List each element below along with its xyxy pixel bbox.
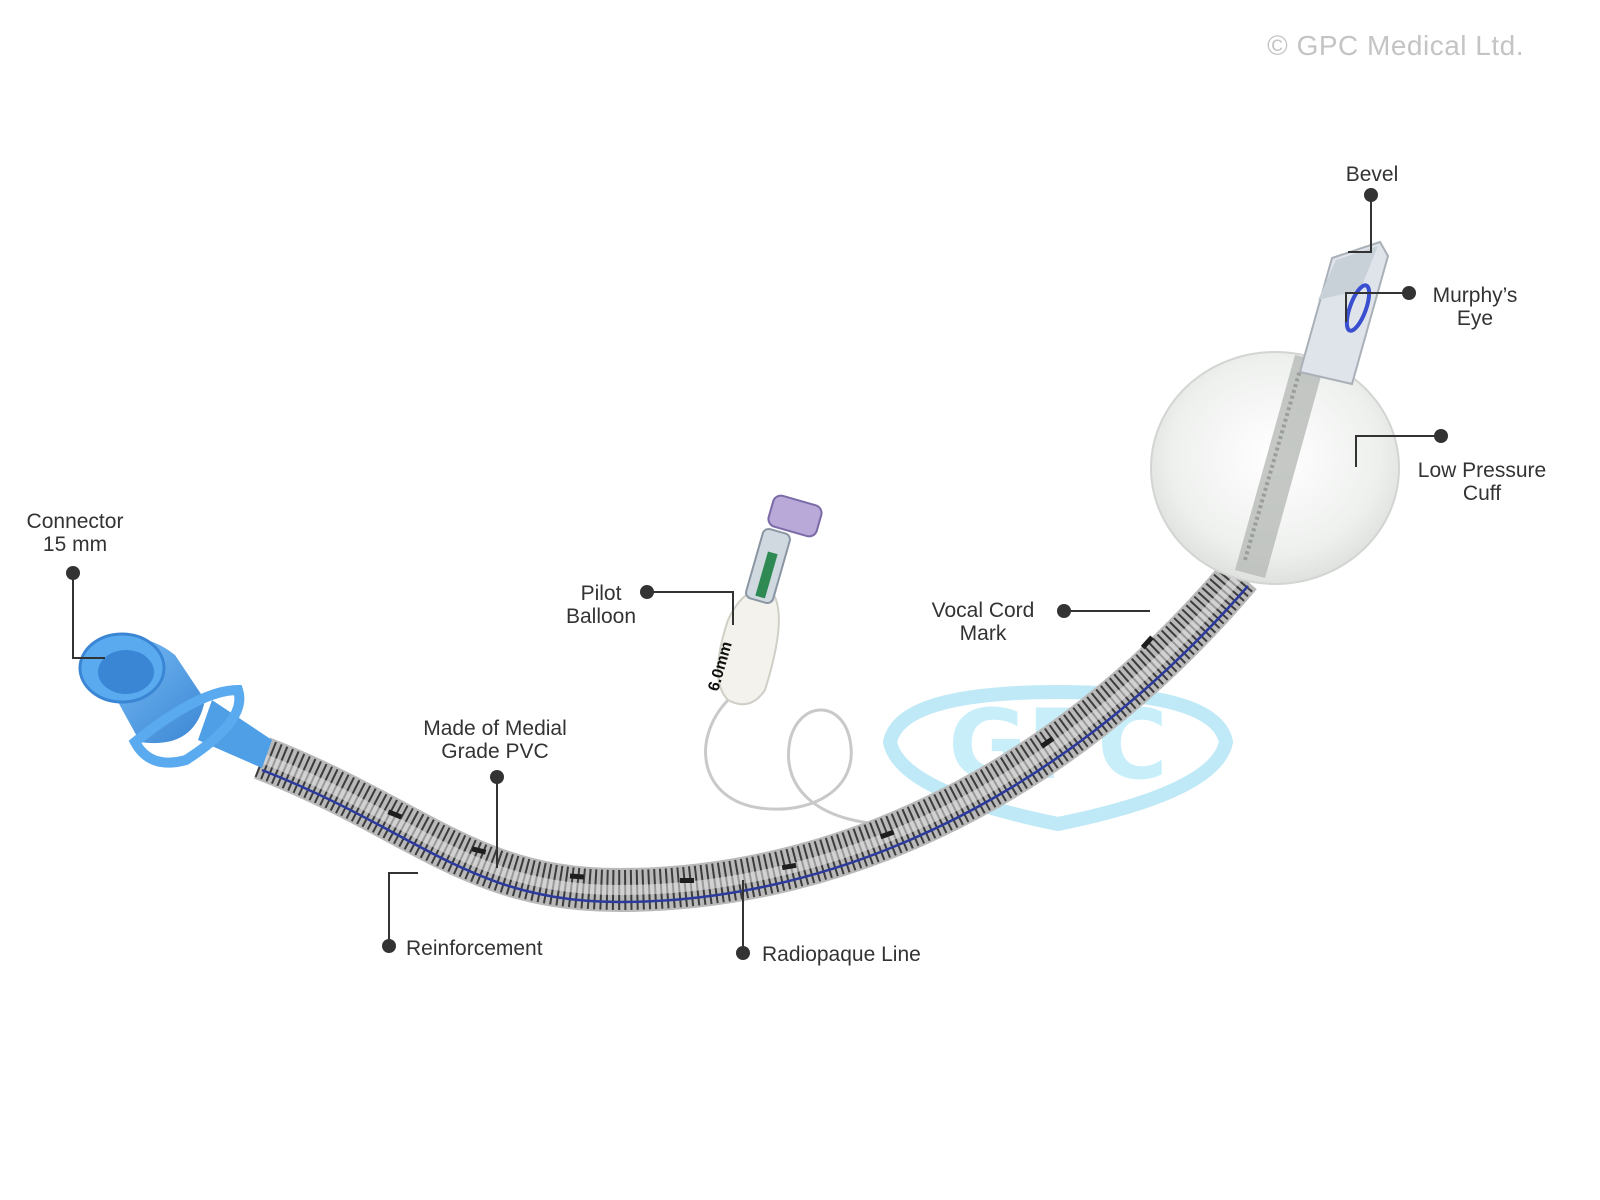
label-low-pressure-cuff-line1: Low Pressure [1417,459,1547,482]
label-vocal-cord-line1: Vocal Cord [931,599,1035,622]
label-pilot-balloon-line2: Balloon [565,605,637,628]
pilot-line [704,698,901,827]
label-bevel-line1: Bevel [1345,163,1399,186]
label-made-of: Made of Medial Grade PVC [400,717,590,763]
leader-lines [72,195,1441,953]
label-vocal-cord-line2: Mark [959,622,1007,645]
label-low-pressure-cuff-line2: Cuff [1462,482,1502,505]
murphys-eye-opening [1344,283,1372,333]
leader-dots [66,188,1448,960]
label-connector-line1: Connector [26,510,124,533]
endotracheal-tube [253,560,1257,913]
radiopaque-line [261,585,1249,904]
label-made-of-line2: Grade PVC [441,740,549,763]
bevel-tip [1298,240,1390,386]
label-made-of-line1: Made of Medial [423,717,567,740]
label-vocal-cord-mark: Vocal Cord Mark [915,599,1051,645]
pilot-balloon-assembly: 6.0mm [706,494,823,706]
connector-15mm [78,632,272,768]
label-murphys-eye: Murphy’s Eye [1418,284,1532,330]
label-murphys-eye-line2: Eye [1456,307,1494,330]
label-reinforcement-line1: Reinforcement [406,937,543,960]
label-reinforcement: Reinforcement [406,937,606,960]
label-pilot-balloon: Pilot Balloon [550,582,652,628]
depth-markings [387,635,1154,883]
label-connector-line2: 15 mm [42,533,108,556]
label-connector: Connector 15 mm [10,510,140,556]
label-murphys-eye-line1: Murphy’s [1432,284,1518,307]
low-pressure-cuff [1150,351,1400,585]
label-bevel: Bevel [1330,163,1414,186]
label-pilot-balloon-line1: Pilot [580,582,622,605]
copyright-text: © GPC Medical Ltd. [1267,30,1524,61]
label-low-pressure-cuff: Low Pressure Cuff [1404,459,1560,505]
label-radiopaque-line1: Radiopaque Line [762,943,921,966]
label-radiopaque-line: Radiopaque Line [762,943,982,966]
